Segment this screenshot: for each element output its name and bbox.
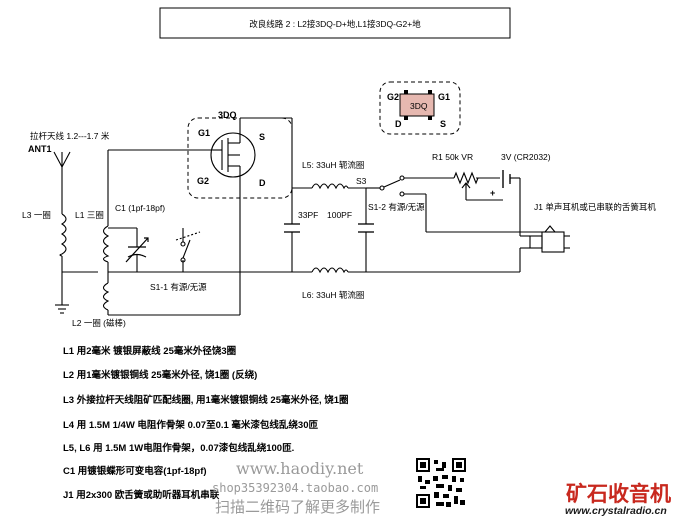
label-l5: L5: 33uH 轭流圈 — [302, 160, 364, 170]
watermark-shop: shop35392304.taobao.com — [212, 481, 379, 495]
package-chip-label: 3DQ — [410, 101, 428, 111]
label-3dq: 3DQ — [218, 110, 237, 120]
ground-symbol — [55, 304, 69, 314]
switch-s1-1 — [175, 231, 201, 263]
label-antenna: 拉杆天线 1.2---1.7 米 — [30, 131, 110, 141]
capacitor-100pf — [358, 223, 374, 233]
label-g1: G1 — [198, 128, 210, 138]
coil-l3 — [59, 213, 67, 257]
watermark-scan: 扫描二维码了解更多制作 — [215, 499, 381, 516]
package-pins — [404, 90, 432, 120]
jack-j1 — [529, 225, 570, 253]
battery-plus: + — [490, 188, 495, 198]
label-s: S — [259, 132, 265, 142]
note-l1: L1 用2毫米 镀银屏蔽线 25毫米外径饶3圈 — [63, 346, 237, 357]
note-j1: J1 用2x300 欧舌簧或助听器耳机串联 — [63, 490, 220, 501]
label-c1: C1 (1pf-18pf) — [115, 203, 165, 213]
label-100pf: 100PF — [327, 210, 352, 220]
label-l6: L6: 33uH 轭流圈 — [302, 290, 364, 300]
note-c1: C1 用镀银蝶形可变电容(1pf-18pf) — [63, 466, 207, 477]
label-ant1: ANT1 — [28, 144, 52, 154]
label-s3: S3 — [356, 176, 367, 186]
fet-dashed-outline — [187, 117, 293, 199]
variable-capacitor-c1 — [125, 237, 149, 263]
label-battery: 3V (CR2032) — [501, 152, 551, 162]
note-l2: L2 用1毫米镀银铜线 25毫米外径, 饶1圈 (反绕) — [63, 370, 258, 381]
brand-url: www.crystalradio.cn — [565, 505, 667, 517]
title-box — [159, 7, 511, 39]
coil-l1 — [102, 225, 110, 263]
battery-3v — [502, 170, 511, 188]
coil-l2 — [102, 282, 110, 311]
label-l3: L3 一圈 — [22, 210, 51, 220]
package-g1: G1 — [438, 92, 450, 102]
coil-l5 — [311, 183, 349, 190]
label-r1: R1 50k VR — [432, 152, 473, 162]
switch-s3 — [379, 175, 405, 197]
label-33pf: 33PF — [298, 210, 318, 220]
label-d: D — [259, 178, 266, 188]
package-g2: G2 — [387, 92, 399, 102]
label-g2: G2 — [197, 176, 209, 186]
label-s1-1: S1-1 有源/无源 — [150, 282, 207, 292]
label-j1: J1 单声耳机或已串联的舌簧耳机 — [534, 202, 656, 212]
brand-name: 矿石收音机 — [566, 483, 671, 506]
wires — [61, 117, 545, 316]
label-l1: L1 三圈 — [75, 210, 104, 220]
note-l5-l6: L5, L6 用 1.5M 1W电阻作骨架，0.07漆包线乱绕100匝. — [63, 443, 295, 454]
title-text: 改良线路 2 : L2接3DQ-D+地,L1接3DQ-G2+地 — [249, 19, 421, 29]
package-s: S — [440, 119, 446, 129]
package-d: D — [395, 119, 402, 129]
antenna-symbol — [53, 151, 71, 169]
package-chip — [399, 93, 435, 117]
watermark-site: www.haodiy.net — [236, 459, 364, 478]
resistor-r1 — [453, 171, 479, 189]
qr-code — [416, 458, 466, 508]
capacitor-33pf — [284, 223, 300, 233]
fet-circle — [210, 132, 256, 178]
note-l4: L4 用 1.5M 1/4W 电阻作骨架 0.07至0.1 毫米漆包线乱绕30匝 — [63, 420, 318, 431]
coil-l6 — [311, 267, 349, 274]
label-s1-2: S1-2 有源/无源 — [368, 202, 425, 212]
package-dashed-outline — [379, 81, 461, 135]
label-l2: L2 一圈 (磁棒) — [72, 318, 126, 328]
note-l3: L3 外接拉杆天线阻矿匹配线圈, 用1毫米镀银铜线 25毫米外径, 饶1圈 — [63, 395, 349, 406]
